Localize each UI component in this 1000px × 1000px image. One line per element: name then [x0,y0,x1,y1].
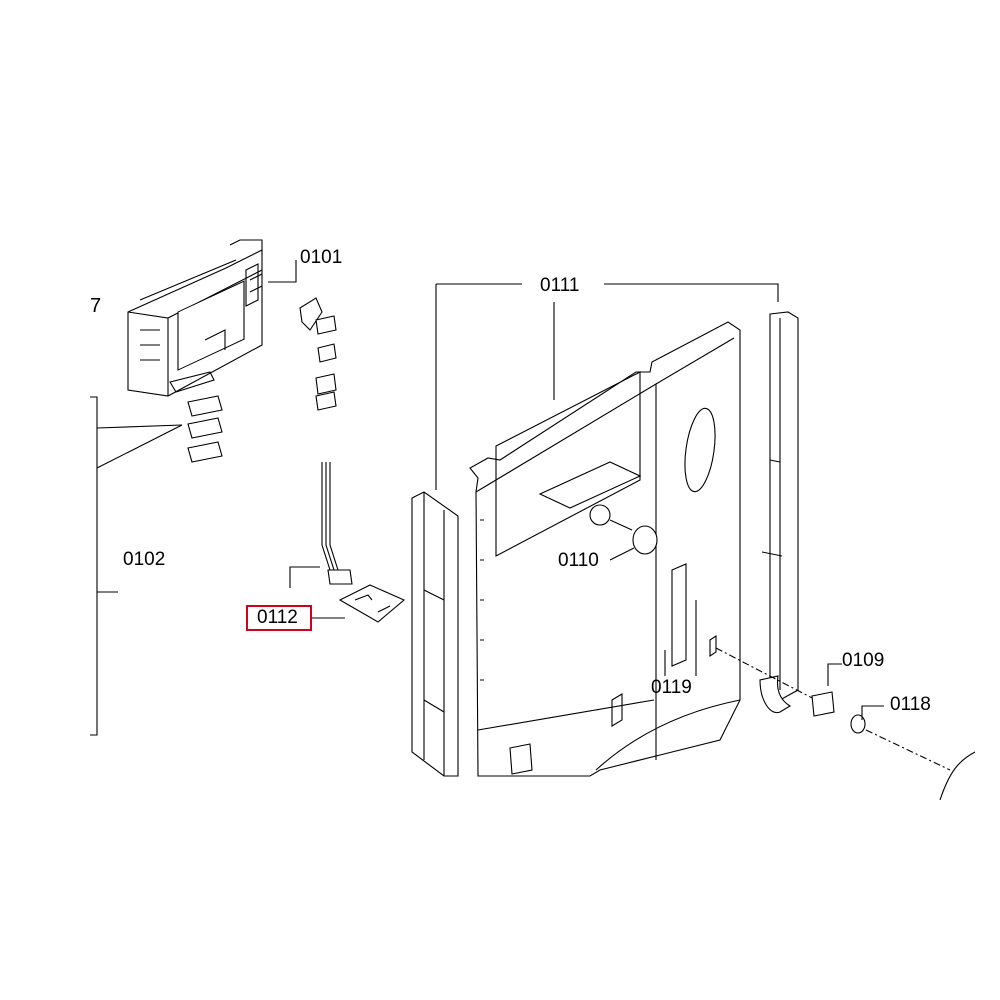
part-label-0110[interactable]: 0110 [558,550,599,571]
door-panel-drawing [435,283,779,777]
right-trim-strip [759,311,799,714]
bracket-0102 [90,396,183,736]
control-module-drawing [127,239,337,463]
figure-number-label: 7 [90,295,102,317]
part-label-0111[interactable]: 0111 [540,275,580,296]
wiring-harness-drawing [289,462,406,623]
small-parts-drawing [709,634,976,801]
part-label-0118[interactable]: 0118 [890,694,931,715]
part-label-0109[interactable]: 0109 [842,650,885,671]
part-label-0101[interactable]: 0101 [300,247,343,268]
left-trim-strip [411,491,459,777]
part-label-0112[interactable]: 0112 [257,607,298,628]
highlighted-part-box [246,605,312,631]
part-label-0102[interactable]: 0102 [123,549,166,570]
part-label-0119[interactable]: 0119 [651,677,692,698]
